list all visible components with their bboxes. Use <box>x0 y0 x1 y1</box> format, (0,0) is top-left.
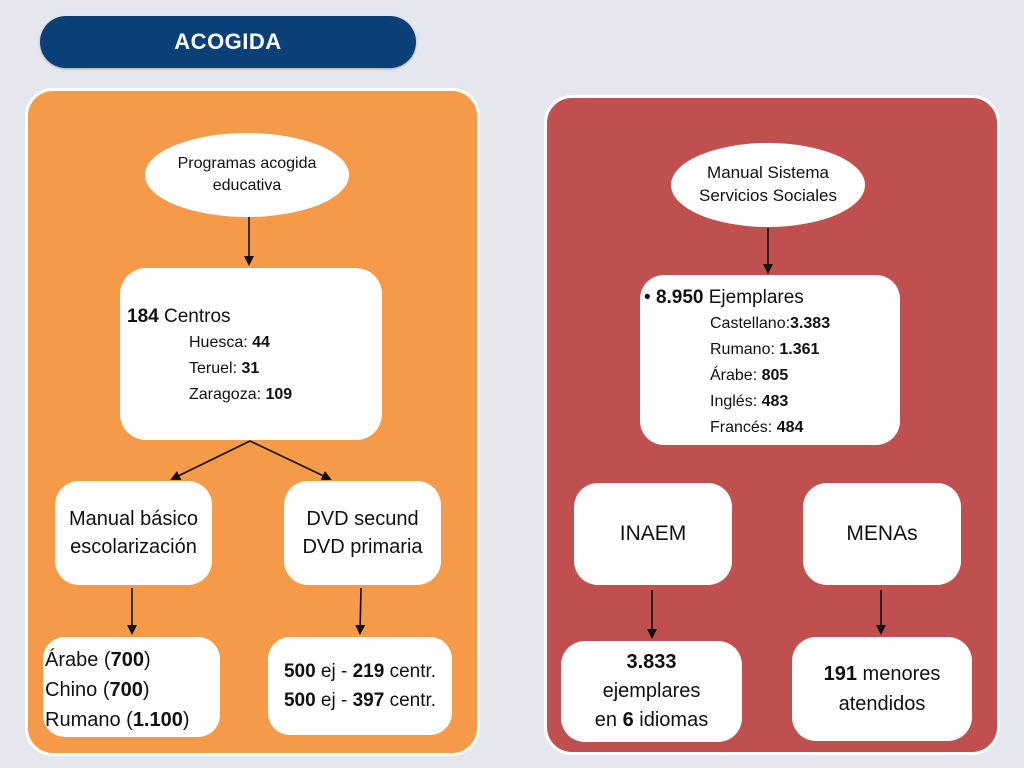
ejemplares-row-rumano: Rumano: 1.361 <box>710 341 820 358</box>
menas-label: MENAs <box>846 522 918 545</box>
centros-row-zaragoza: Zaragoza: 109 <box>189 386 293 403</box>
idiomas-node: Árabe (700) Chino (700) Rumano (1.100) <box>43 637 220 737</box>
inaem-result-line3: en 6 idiomas <box>594 709 709 731</box>
inaem-node: INAEM <box>574 483 732 585</box>
dvd-line2: DVD primaria <box>302 536 423 558</box>
ejemplares-dvd-node: 500 ej - 219 centr. 500 ej - 397 centr. <box>268 637 452 735</box>
manual-ss-line2: Servicios Sociales <box>699 186 837 205</box>
dvd-line1: DVD secund <box>306 508 419 530</box>
inaem-label: INAEM <box>619 522 687 545</box>
ejemplares-primaria: 500 ej - 397 centr. <box>283 690 437 711</box>
section-header: ACOGIDA <box>40 16 416 68</box>
manual-line2: escolarización <box>70 536 197 558</box>
inaem-result-line2: ejemplares <box>602 680 701 702</box>
section-title: ACOGIDA <box>174 29 282 54</box>
manual-basico-node: Manual básico escolarización <box>55 481 212 585</box>
inaem-result-value: 3.833 <box>626 651 677 673</box>
programas-line1: Programas acogida <box>177 155 317 173</box>
ejemplares-secundaria: 500 ej - 219 centr. <box>283 661 437 682</box>
centros-total: 184 <box>127 306 159 327</box>
programas-acogida-node: Programas acogida educativa <box>145 133 349 217</box>
ejemplares-row-castellano: Castellano:3.383 <box>710 315 831 332</box>
programas-line2: educativa <box>212 177 282 194</box>
ejemplares-total: 8.950 <box>655 287 704 308</box>
ejemplares-node: • 8.950 Ejemplares Castellano:3.383 Ruma… <box>640 275 900 445</box>
idioma-rumano: Rumano (1.100) <box>45 709 190 731</box>
centros-row-huesca: Huesca: 44 <box>189 334 270 351</box>
menas-result-node: 191 menores atendidos <box>792 637 972 741</box>
arrow-centros-to-manual <box>170 440 251 480</box>
dvd-node: DVD secund DVD primaria <box>284 481 441 585</box>
ejemplares-total-label: Ejemplares <box>703 287 804 308</box>
ejemplares-row-frances: Francés: 484 <box>710 419 804 436</box>
ejemplares-row-ingles: Inglés: 483 <box>710 393 789 410</box>
centros-row-teruel: Teruel: 31 <box>189 360 260 377</box>
arrow-centros-to-dvd <box>249 440 332 481</box>
manual-servicios-sociales-node: Manual Sistema Servicios Sociales <box>671 143 865 227</box>
idioma-chino: Chino (700) <box>45 679 150 701</box>
centros-total-label: Centros <box>158 306 231 327</box>
idioma-arabe: Árabe (700) <box>45 649 151 671</box>
menas-result-line1: 191 menores <box>823 663 941 685</box>
manual-line1: Manual básico <box>69 508 198 530</box>
ejemplares-row-arabe: Árabe: 805 <box>710 367 789 384</box>
bullet: • <box>644 287 651 308</box>
menas-node: MENAs <box>803 483 961 585</box>
manual-ss-line1: Manual Sistema <box>707 163 829 183</box>
inaem-result-node: 3.833 ejemplares en 6 idiomas <box>561 641 742 742</box>
arrow-dvd-to-ejemplares <box>355 587 366 635</box>
centros-node: 184 Centros Huesca: 44 Teruel: 31 Zarago… <box>120 268 382 440</box>
menas-result-line2: atendidos <box>838 693 926 715</box>
